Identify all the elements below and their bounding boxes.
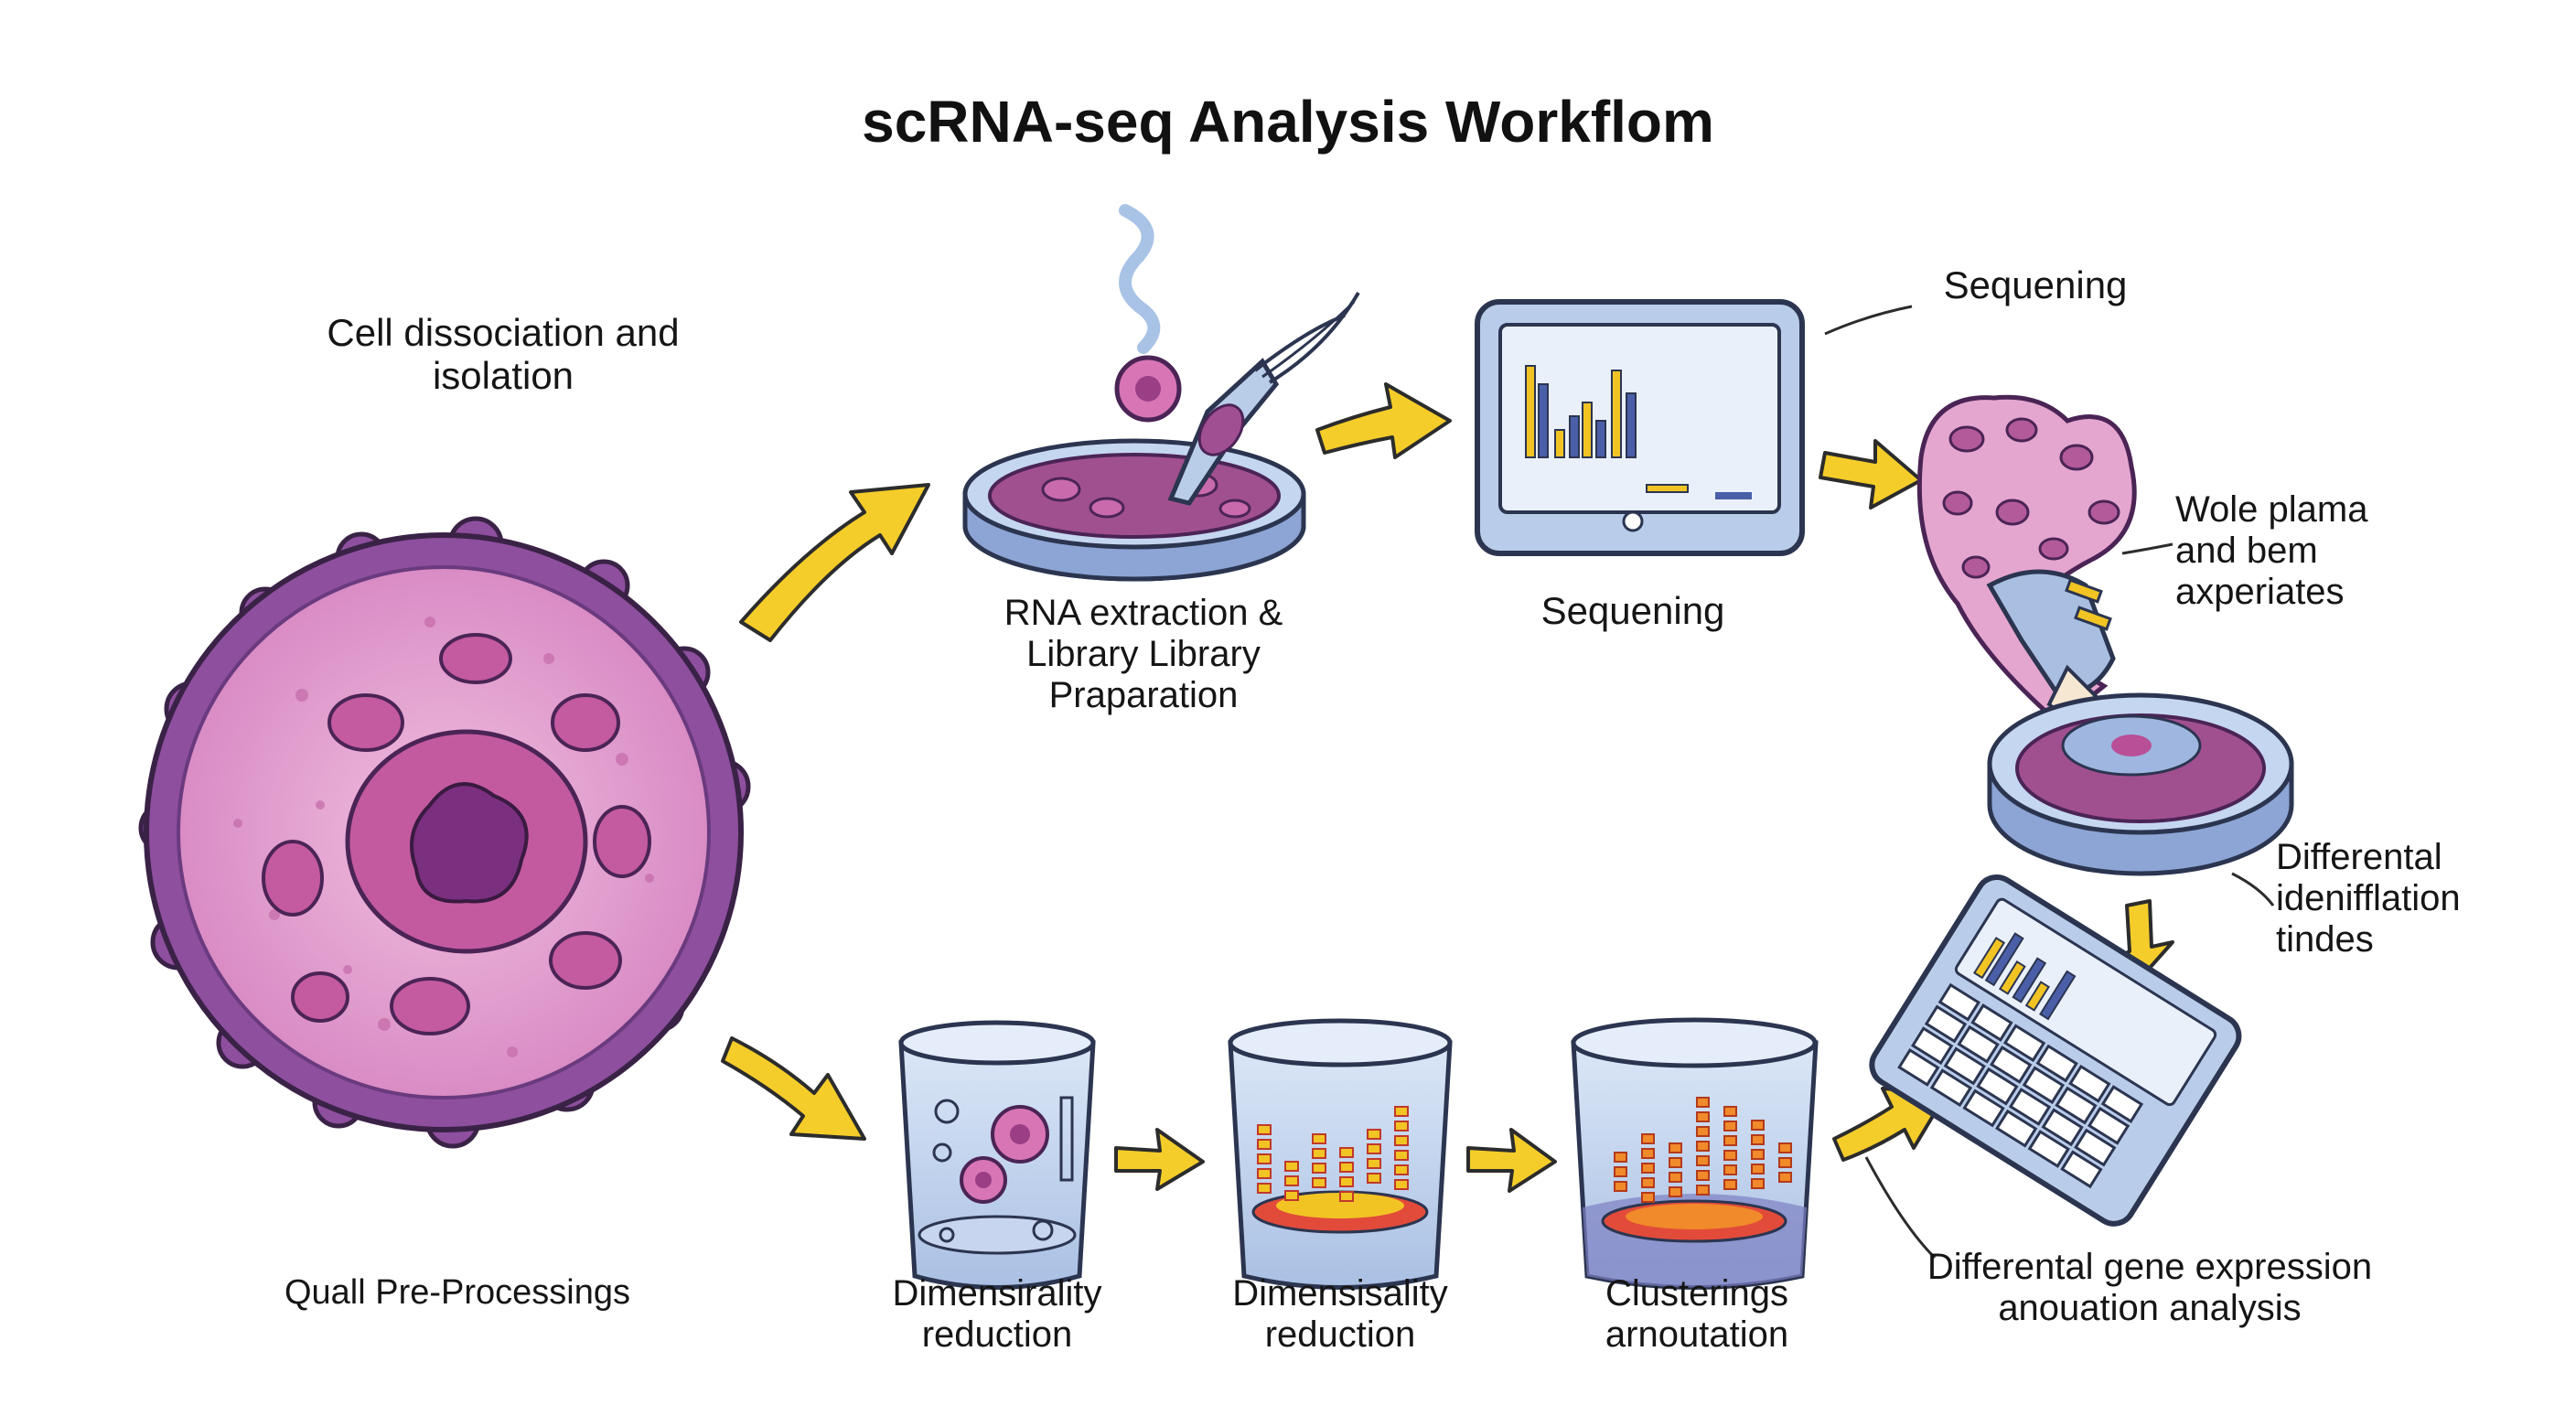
beaker-clusters bbox=[1571, 1017, 1819, 1290]
arrow-to-dim2 bbox=[1114, 1128, 1205, 1191]
rna-extraction-dish bbox=[962, 204, 1360, 582]
label-dimensionality-reduction-2: Dimensisality reduction bbox=[1232, 1273, 1448, 1355]
cell-illustration bbox=[138, 516, 751, 1149]
label-sequencing-device: Sequening bbox=[1540, 589, 1725, 632]
leader-line-diffexp bbox=[1864, 1156, 1937, 1260]
arrow-to-sequencing bbox=[1315, 382, 1452, 459]
beaker-dimensionality bbox=[1228, 1018, 1453, 1290]
arrow-to-plasma bbox=[1819, 439, 1923, 509]
leader-line-differental bbox=[2231, 872, 2275, 906]
leader-line-wole-plama bbox=[2121, 542, 2174, 555]
leader-line-sequencing bbox=[1824, 305, 1913, 336]
label-sequencing-top: Sequening bbox=[1943, 263, 2128, 306]
label-differental-idenifflation: Differental idenifflation tindes bbox=[2276, 837, 2461, 960]
label-clusterings: Clusterings arnoutation bbox=[1605, 1273, 1789, 1355]
arrow-to-preprocessing bbox=[721, 1036, 866, 1141]
arrow-to-rna bbox=[739, 483, 930, 642]
plasma-tissue-illustration bbox=[1916, 394, 2294, 876]
label-dimensionality-reduction-1: Dimensirality reduction bbox=[892, 1273, 1102, 1355]
page-title: scRNA-seq Analysis Workflom bbox=[862, 89, 1714, 155]
label-differential-gene-expression: Differental gene expression anouation an… bbox=[1927, 1247, 2373, 1328]
label-quall-preprocessing: Quall Pre-Processings bbox=[284, 1273, 631, 1312]
label-cell-dissociation: Cell dissociation and isolation bbox=[327, 311, 680, 398]
analysis-tablet bbox=[1869, 874, 2242, 1227]
beaker-preprocessing bbox=[898, 1020, 1096, 1290]
sequencing-monitor bbox=[1475, 299, 1805, 556]
arrow-to-clusters bbox=[1466, 1128, 1557, 1193]
label-rna-extraction: RNA extraction & Library Library Prapara… bbox=[1004, 593, 1283, 715]
label-wole-plama: Wole plama and bem axperiates bbox=[2175, 489, 2368, 612]
